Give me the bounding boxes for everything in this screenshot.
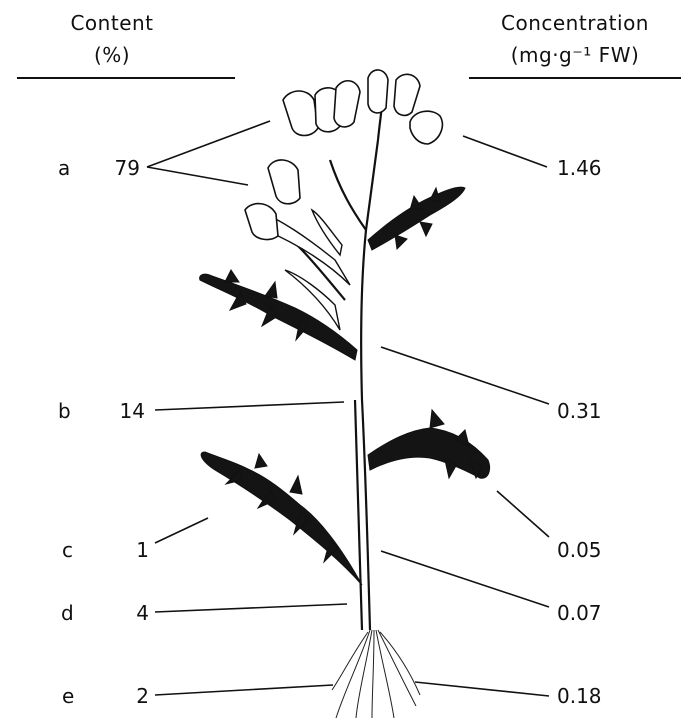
leader-b-left	[155, 402, 344, 410]
content-value: 79	[115, 156, 140, 180]
row-e: e 2 0.18	[62, 684, 602, 708]
content-value: 14	[120, 399, 145, 423]
row-letter: a	[58, 156, 70, 180]
leader-e-right	[415, 682, 549, 696]
stem-edge	[355, 400, 362, 630]
content-header-line2: (%)	[94, 43, 130, 67]
content-header-line1: Content	[70, 11, 153, 35]
roots	[332, 630, 420, 718]
lower-leaf	[201, 452, 362, 585]
leader-d-left	[155, 604, 347, 612]
leader-b-right	[381, 347, 549, 404]
leader-a-right	[463, 136, 547, 167]
concentration-value: 0.05	[557, 538, 602, 562]
row-letter: c	[62, 538, 73, 562]
leader-d-right	[381, 551, 549, 607]
content-value: 4	[136, 601, 149, 625]
middle-right-leaf	[368, 428, 490, 478]
content-value: 1	[136, 538, 149, 562]
row-a: a 79 1.46	[58, 156, 602, 180]
leader-a-left-2	[147, 167, 248, 185]
upper-right-leaf	[368, 187, 465, 250]
main-stem	[361, 140, 378, 630]
leader-lines	[147, 121, 549, 696]
leader-c-right	[497, 491, 549, 537]
leader-e-left	[155, 685, 333, 695]
concentration-value: 1.46	[557, 156, 602, 180]
concentration-value: 0.31	[557, 399, 602, 423]
concentration-value: 0.07	[557, 601, 602, 625]
row-letter: e	[62, 684, 74, 708]
row-letter: b	[58, 399, 71, 423]
plant-illustration	[200, 70, 490, 718]
leader-a-left-1	[147, 121, 270, 167]
concentration-value: 0.18	[557, 684, 602, 708]
row-letter: d	[61, 601, 74, 625]
leader-c-left	[155, 518, 208, 543]
concentration-header-line1: Concentration	[501, 11, 649, 35]
content-value: 2	[136, 684, 149, 708]
concentration-header-line2: (mg·g⁻¹ FW)	[511, 43, 640, 67]
